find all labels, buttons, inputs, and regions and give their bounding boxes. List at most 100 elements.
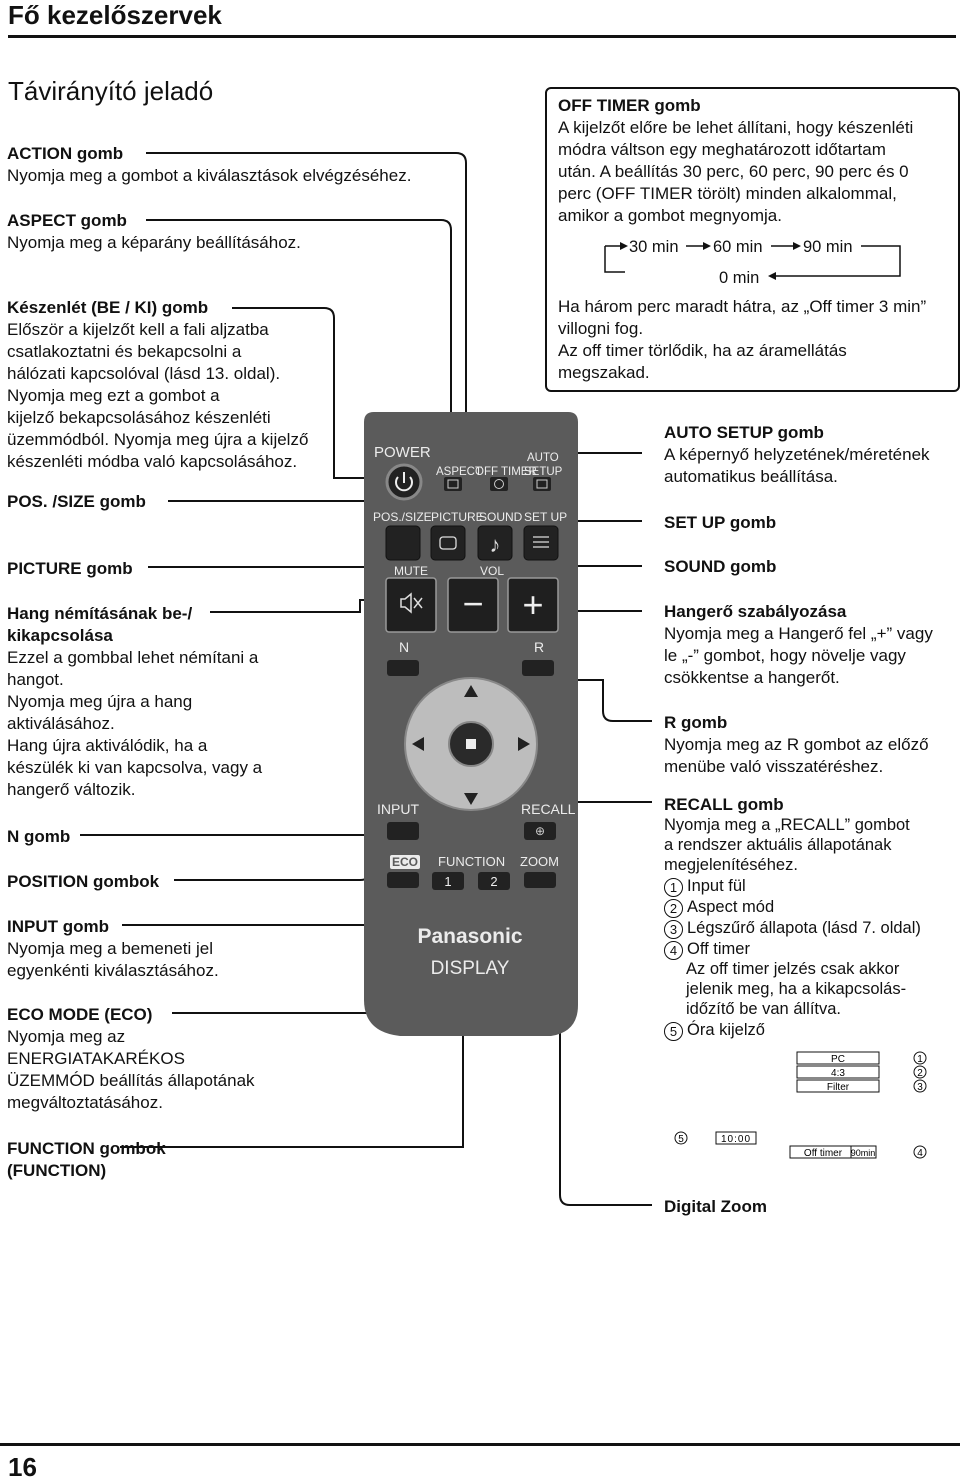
volume-line-2: le „-” gombot, hogy növelje vagy (664, 646, 906, 665)
offtimer-cycle-diagram (604, 242, 901, 280)
function-1-label: 1 (444, 874, 451, 889)
recall-osd-illustration: PC 4:3 Filter 1 2 3 5 10:00 Off timer 90… (674, 1051, 927, 1159)
r-line-2: menübe való visszatéréshez. (664, 757, 884, 776)
mute-title-2: kikapcsolása (7, 626, 113, 645)
remote-auto-label: AUTO (527, 452, 559, 464)
possize-button[interactable] (385, 525, 421, 561)
autosetup-icon (536, 479, 548, 489)
r-button[interactable] (522, 660, 554, 676)
remote-recall-label: RECALL (521, 801, 576, 817)
osd-num-1: 1 (917, 1054, 923, 1065)
mute-line-2: hangot. (7, 670, 64, 689)
remote-setup2-label: SET UP (524, 510, 567, 524)
osd-num-3: 3 (917, 1082, 923, 1093)
remote-aspect-label: ASPECT (436, 466, 482, 478)
osd-num-5: 5 (678, 1134, 684, 1145)
aspect-button[interactable] (444, 477, 462, 491)
osd-clock: 10:00 (721, 1134, 751, 1145)
recall-item-1-text: Input fül (687, 877, 746, 895)
autosetup-button[interactable] (533, 477, 551, 491)
setup-button[interactable] (523, 525, 559, 561)
recall-item-3-text: Légszűrő állapota (lásd 7. oldal) (687, 919, 921, 937)
autosetup-title: AUTO SETUP gomb (664, 423, 824, 442)
standby-title: Készenlét (BE / KI) gomb (7, 298, 209, 317)
offtimer-note-2: villogni fog. (558, 319, 644, 338)
recall-offtimer-note-1: Az off timer jelzés csak akkor (686, 960, 900, 978)
function-2-button[interactable] (478, 872, 510, 890)
setup-title: SET UP gomb (664, 513, 777, 532)
function-title-2: (FUNCTION) (7, 1161, 107, 1180)
aspect-title: ASPECT gomb (7, 211, 127, 230)
remote-control: POWER ASPECT OFF TIMER AUTO SETUP POS./S… (364, 412, 578, 1036)
remote-zoom-label: ZOOM (520, 854, 559, 869)
remote-brand-logo: Panasonic (417, 925, 522, 948)
volume-up-icon: + (522, 584, 543, 625)
arrow-left-icon (412, 737, 424, 751)
offtimer-note-4: megszakad. (558, 363, 650, 382)
standby-line-4: Nyomja meg ezt a gombot a (7, 386, 220, 405)
arrow-down-icon (464, 793, 478, 805)
standby-line-5: kijelző bekapcsolásához készenléti (7, 408, 271, 427)
n-button[interactable] (387, 660, 419, 676)
position-title: POSITION gombok (7, 872, 160, 891)
clock-icon (494, 479, 504, 489)
input-line-1: Nyomja meg a bemeneti jel (7, 939, 213, 958)
arrow-up-icon (464, 685, 478, 697)
remote-power-label: POWER (374, 444, 431, 461)
picture-button[interactable] (430, 525, 466, 561)
eco-button[interactable] (387, 872, 419, 888)
offtimer-line-5: amikor a gombot megnyomja. (558, 206, 782, 225)
remote-picture-label: PICTURE (431, 510, 484, 524)
remote-r-label: R (534, 639, 544, 655)
osd-aspect: 4:3 (831, 1068, 845, 1079)
recall-offtimer-note-2: jelenik meg, ha a kikapcsolás- (686, 980, 907, 998)
standby-line-2: csatlakoztatni és bekapcsolni a (7, 342, 242, 361)
remote-possize-label: POS./SIZE (373, 510, 432, 524)
remote-function-label: FUNCTION (438, 854, 505, 869)
function-1-button[interactable] (432, 872, 464, 890)
remote-n-label: N (399, 639, 409, 655)
remote-input-label: INPUT (377, 801, 419, 817)
recall-line-2: a rendszer aktuális állapotának (664, 836, 892, 854)
zoom-button[interactable] (524, 872, 556, 888)
recall-offtimer-note-3: időzítő be van állítva. (686, 1000, 842, 1018)
osd-filter: Filter (827, 1082, 850, 1093)
action-title: ACTION gomb (7, 144, 124, 163)
eco-line-4: megváltoztatásához. (7, 1093, 163, 1112)
page-number: 16 (8, 1452, 37, 1482)
offtimer-note-1: Ha három perc maradt hátra, az „Off time… (558, 297, 927, 316)
offtimer-button[interactable] (490, 477, 508, 491)
setup-menu-icon (533, 536, 549, 548)
osd-pc: PC (831, 1054, 845, 1065)
recall-button[interactable] (524, 822, 556, 840)
eco-line-1: Nyomja meg az (7, 1027, 126, 1046)
picture-title: PICTURE gomb (7, 559, 133, 578)
function-2-label: 2 (490, 874, 497, 889)
input-button[interactable] (387, 822, 419, 840)
recall-item-3-number: 3 (664, 920, 683, 939)
offtimer-line-1: A kijelzőt előre be lehet állítani, hogy… (558, 118, 914, 137)
input-title: INPUT gomb (7, 917, 109, 936)
standby-line-6: üzemmódból. Nyomja meg újra a kijelző (7, 430, 309, 449)
autosetup-line-2: automatikus beállítása. (664, 467, 838, 486)
r-title: R gomb (664, 713, 728, 732)
volume-down-button[interactable] (447, 577, 499, 633)
volume-up-button[interactable] (507, 577, 559, 633)
eco-title: ECO MODE (ECO) (7, 1005, 153, 1024)
aspect-icon (447, 479, 459, 489)
mute-line-7: hangerő változik. (7, 780, 136, 799)
offtimer-line-2: módra váltson egy meghatározott időtarta… (558, 140, 886, 159)
mute-line-1: Ezzel a gombbal lehet némítani a (7, 648, 259, 667)
aspect-desc: Nyomja meg a képarány beállításához. (7, 233, 301, 252)
digital-zoom-title: Digital Zoom (664, 1197, 767, 1216)
recall-item-1-number: 1 (664, 878, 683, 897)
standby-line-3: hálózati kapcsolóval (lásd 13. oldal). (7, 364, 281, 383)
cycle-90min: 90 min (803, 238, 853, 256)
remote-mute-label: MUTE (394, 564, 428, 578)
sound-button[interactable] (477, 525, 513, 561)
volume-line-3: csökkentse a hangerőt. (664, 668, 840, 687)
recall-item-4-number: 4 (664, 941, 683, 960)
